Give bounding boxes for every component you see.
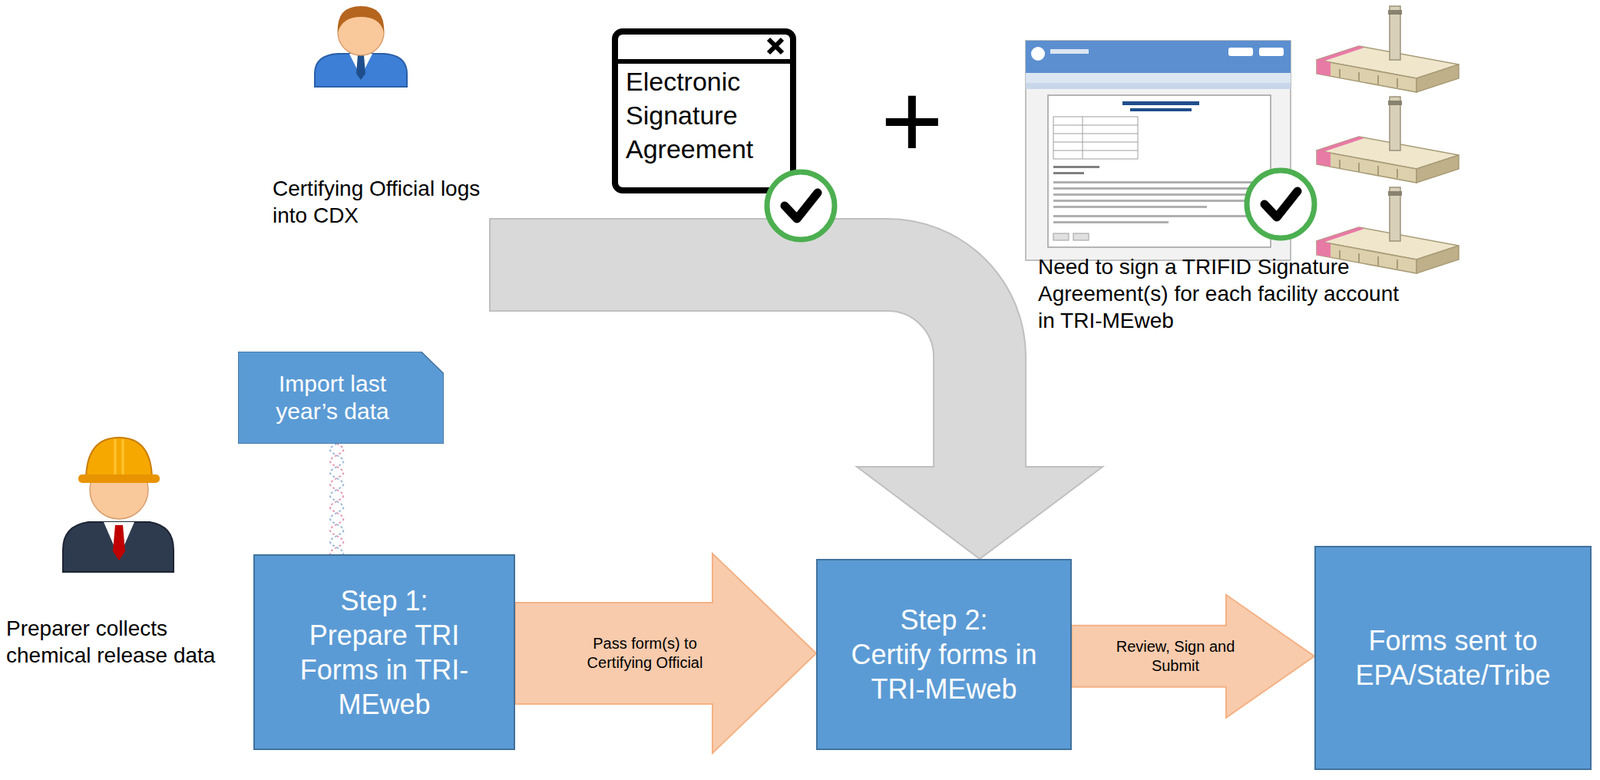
certifying-official-icon: [314, 6, 407, 87]
agreement-note: Need to sign a TRIFID Signature Agreemen…: [1038, 253, 1399, 384]
import-link: [330, 443, 344, 555]
process-box: Forms sent to EPA/State/Tribe: [1314, 545, 1592, 771]
factory-icon: [1316, 96, 1459, 183]
box-text: Prepare TRI Forms in TRI-MEweb: [268, 618, 500, 722]
box-text: Forms sent to EPA/State/Tribe: [1329, 623, 1577, 693]
curved-arrow: [489, 218, 1103, 559]
box-text: Need to sign a TRIFID Signature Agreemen…: [1038, 253, 1399, 334]
signature-window: [614, 31, 794, 191]
plus-sign: +: [880, 66, 944, 175]
flow-arrow: [515, 553, 817, 754]
box-text: Preparer collects chemical release data: [6, 614, 231, 669]
window-box: Electronic Signature Agreement: [618, 64, 791, 188]
factory-icon: [1316, 6, 1459, 93]
process-box: Step 1:Prepare TRI Forms in TRI-MEweb: [253, 554, 516, 751]
arrow-label: Pass form(s) to Certifying Official: [568, 634, 722, 673]
box-text: Certify forms in TRI-MEweb: [831, 637, 1057, 707]
import-tag: Import last year’s data: [238, 351, 444, 444]
box-text: Import last year’s data: [247, 370, 418, 426]
person-caption: Certifying Official logs into CDX: [272, 0, 490, 315]
box-heading: Step 2:: [899, 602, 988, 638]
arrow-label: Review, Sign and Submit: [1114, 637, 1237, 676]
check-mark: [766, 171, 835, 240]
dotted-strand: [330, 443, 344, 555]
process-box: Step 2:Certify forms in TRI-MEweb: [816, 558, 1072, 751]
person-caption: Preparer collects chemical release data: [6, 418, 231, 741]
box-text: Certifying Official logs into CDX: [272, 175, 490, 229]
trifid-screenshot: [1025, 40, 1291, 261]
box-heading: Step 1:: [340, 583, 428, 619]
tag-shape: [238, 351, 444, 444]
flow-arrow: [1071, 595, 1315, 718]
dotted-strand: [330, 443, 344, 555]
check-mark: [1246, 170, 1315, 239]
preparer-icon: [62, 437, 174, 572]
box-text: Electronic Signature Agreement: [625, 64, 784, 167]
